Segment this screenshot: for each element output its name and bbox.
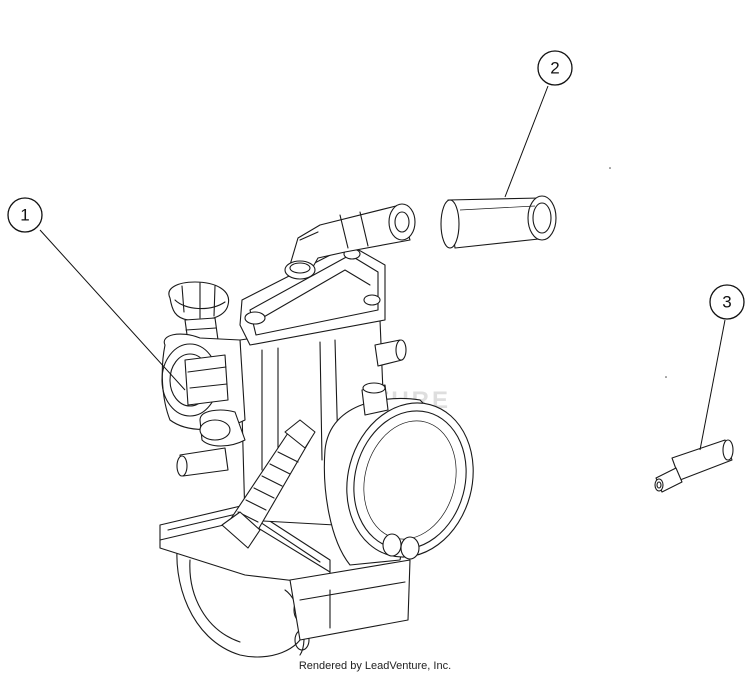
callout-circle-3 (709, 284, 745, 320)
callout-circle-1 (7, 197, 43, 233)
footer-credit: Rendered by LeadVenture, Inc. (298, 660, 452, 672)
leader-line-1 (39, 229, 186, 391)
jet-tube-part-3[interactable] (654, 439, 734, 493)
callout-2[interactable]: 2 (504, 50, 573, 198)
callout-number-2: 2 (550, 59, 559, 78)
leader-line-2 (504, 85, 549, 198)
callout-number-3: 3 (722, 293, 731, 312)
speck (609, 167, 611, 169)
callout-number-1: 1 (20, 206, 29, 225)
callout-3[interactable]: 3 (699, 284, 745, 451)
callout-circle-2 (537, 50, 573, 86)
callout-1[interactable]: 1 (7, 197, 186, 391)
carburetor-part-1[interactable] (159, 203, 490, 658)
leader-line-3 (699, 319, 726, 451)
speck (665, 376, 667, 378)
hose-sleeve-part-2[interactable] (440, 195, 557, 249)
